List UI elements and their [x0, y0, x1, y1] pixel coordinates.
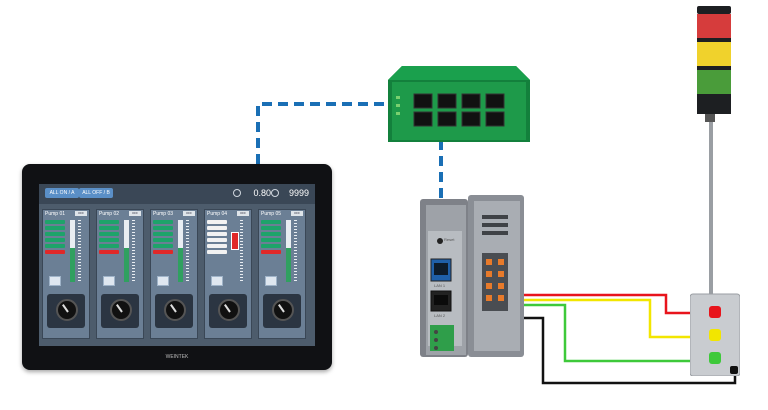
gateway-body — [420, 195, 524, 357]
signal-tower-light — [690, 6, 740, 376]
status-button[interactable] — [261, 232, 281, 236]
pump-panel-4: Pump 04 OFF — [204, 209, 252, 339]
hmi-readout-value: 0.80 — [253, 188, 271, 198]
selector-knob[interactable] — [263, 294, 301, 328]
selector-knob[interactable] — [155, 294, 193, 328]
alarm-button[interactable] — [45, 250, 65, 254]
status-button[interactable] — [207, 226, 227, 230]
status-list — [45, 220, 65, 256]
document-icon[interactable] — [157, 276, 169, 286]
status-button[interactable] — [207, 244, 227, 248]
status-button[interactable] — [207, 220, 227, 224]
pump-tag: OFF — [291, 211, 303, 216]
reset-label: Reset — [444, 237, 455, 242]
pump-tag: OFF — [129, 211, 141, 216]
alarm-button[interactable] — [99, 250, 119, 254]
selector-knob[interactable] — [209, 294, 247, 328]
pump-panel-2: Pump 02 OFF — [96, 209, 144, 339]
status-button[interactable] — [153, 244, 173, 248]
document-icon[interactable] — [211, 276, 223, 286]
hmi-top-bar: ALL ON / A ALL OFF / B 0.80 9999 — [39, 184, 315, 204]
pump-tag: OFF — [183, 211, 195, 216]
status-button[interactable] — [207, 232, 227, 236]
document-icon[interactable] — [103, 276, 115, 286]
status-list — [153, 220, 173, 256]
status-list — [261, 220, 281, 256]
ethernet-cable-hmi-switch — [256, 102, 394, 164]
wire-black — [492, 316, 737, 385]
pump-tag: OFF — [75, 211, 87, 216]
hmi-readout-count: 9999 — [288, 188, 309, 198]
iot-gateway: Reset LAN 1 LAN 2 — [418, 191, 528, 361]
wire-yellow — [492, 298, 706, 339]
status-button[interactable] — [261, 220, 281, 224]
hmi-touch-panel: ALL ON / A ALL OFF / B 0.80 9999 Pump 01… — [22, 164, 332, 370]
status-button[interactable] — [99, 238, 119, 242]
status-button[interactable] — [99, 244, 119, 248]
pump-tag: OFF — [237, 211, 249, 216]
status-list — [207, 220, 227, 256]
level-gauge — [70, 220, 75, 282]
status-button[interactable] — [207, 238, 227, 242]
level-scale — [240, 220, 243, 282]
status-button[interactable] — [207, 250, 227, 254]
wire-red — [492, 293, 706, 315]
pump-panel-5: Pump 05 OFF — [258, 209, 306, 339]
status-button[interactable] — [261, 226, 281, 230]
status-button[interactable] — [261, 244, 281, 248]
status-button[interactable] — [45, 238, 65, 242]
pump-panel-3: Pump 03 OFF — [150, 209, 198, 339]
level-scale — [132, 220, 135, 282]
pump-title: Pump 02 — [99, 211, 120, 217]
status-button[interactable] — [261, 238, 281, 242]
status-button[interactable] — [45, 244, 65, 248]
status-button[interactable] — [45, 220, 65, 224]
selector-knob[interactable] — [101, 294, 139, 328]
counter-icon — [271, 189, 279, 197]
selector-knob[interactable] — [47, 294, 85, 328]
status-button[interactable] — [153, 232, 173, 236]
ethernet-switch — [388, 66, 530, 142]
pump-title: Pump 01 — [45, 211, 66, 217]
hmi-tab-all-off[interactable]: ALL OFF / B — [79, 188, 113, 198]
status-button[interactable] — [45, 232, 65, 236]
meter-icon — [233, 189, 241, 197]
pump-title: Pump 04 — [207, 211, 228, 217]
status-button[interactable] — [45, 226, 65, 230]
lan1-label: LAN 1 — [434, 283, 446, 288]
status-button[interactable] — [99, 226, 119, 230]
status-button[interactable] — [153, 226, 173, 230]
pump-title: Pump 03 — [153, 211, 174, 217]
status-button[interactable] — [153, 220, 173, 224]
alarm-button[interactable] — [153, 250, 173, 254]
status-list — [99, 220, 119, 256]
hmi-brand-logo: WEINTEK — [165, 354, 189, 360]
level-gauge — [124, 220, 129, 282]
status-button[interactable] — [99, 220, 119, 224]
document-icon[interactable] — [265, 276, 277, 286]
manual-valve-indicator — [231, 232, 239, 250]
hmi-screen: ALL ON / A ALL OFF / B 0.80 9999 Pump 01… — [39, 184, 315, 346]
wire-green — [492, 303, 706, 363]
document-icon[interactable] — [49, 276, 61, 286]
level-scale — [186, 220, 189, 282]
level-scale — [294, 220, 297, 282]
hmi-tab-all-on[interactable]: ALL ON / A — [45, 188, 79, 198]
level-scale — [78, 220, 81, 282]
alarm-button[interactable] — [261, 250, 281, 254]
pump-panel-1: Pump 01 OFF — [42, 209, 90, 339]
level-gauge — [178, 220, 183, 282]
status-button[interactable] — [153, 238, 173, 242]
level-gauge — [286, 220, 291, 282]
lan2-label: LAN 2 — [434, 313, 446, 318]
status-button[interactable] — [99, 232, 119, 236]
pump-title: Pump 05 — [261, 211, 282, 217]
